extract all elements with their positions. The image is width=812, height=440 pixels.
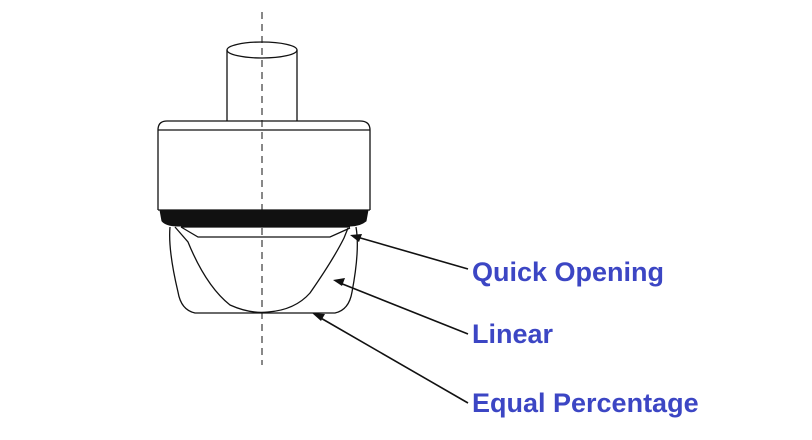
plug-contours xyxy=(169,226,358,314)
linear-contour xyxy=(180,226,351,238)
quick-opening-contour xyxy=(169,226,358,314)
label-linear: Linear xyxy=(472,319,554,349)
plug-head xyxy=(157,120,371,211)
label-equal-percentage: Equal Percentage xyxy=(472,388,699,418)
arrowhead-equal-percentage xyxy=(312,313,325,321)
seat-ring xyxy=(159,209,369,227)
arrowhead-linear xyxy=(333,278,345,286)
label-quick-opening: Quick Opening xyxy=(472,257,664,287)
arrowhead-quick-opening xyxy=(350,234,362,242)
leader-quick-opening xyxy=(356,236,469,270)
equal-percentage-contour xyxy=(174,226,349,313)
leader-linear xyxy=(339,282,469,335)
leader-equal-percentage xyxy=(318,316,469,404)
leader-lines xyxy=(312,234,469,404)
